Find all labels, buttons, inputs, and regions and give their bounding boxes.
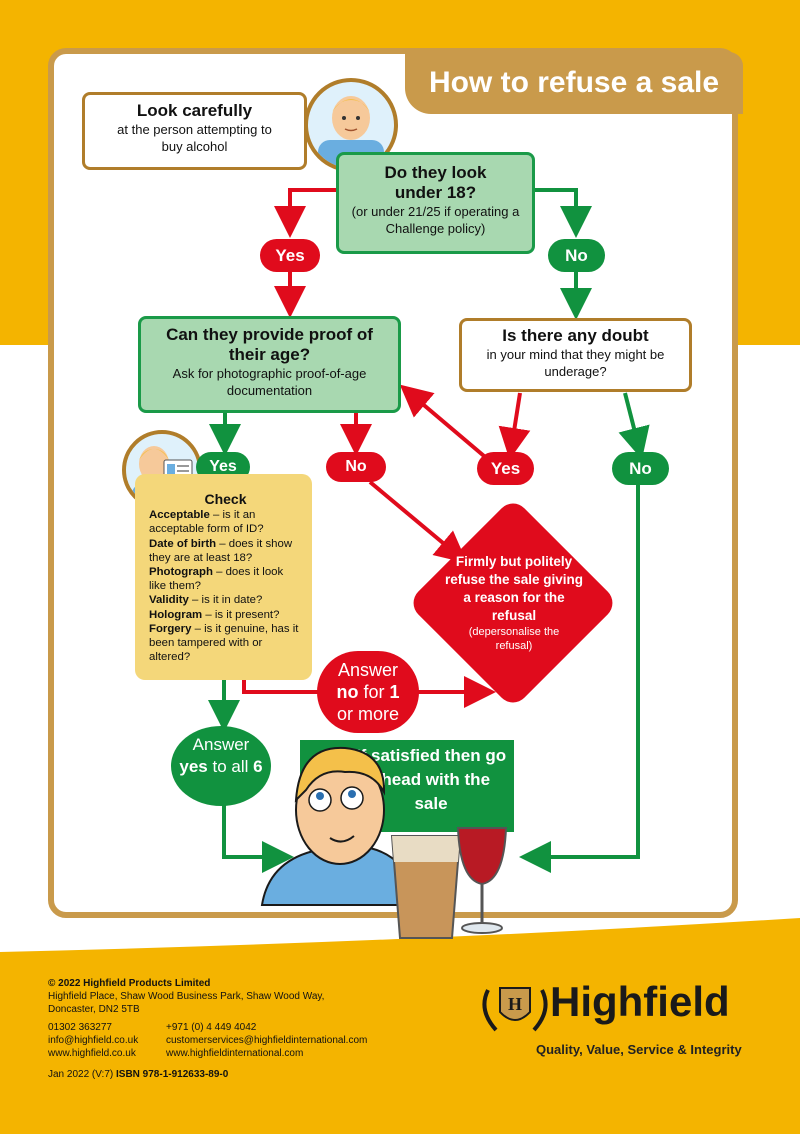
footer-uk-web[interactable]: www.highfield.co.uk (48, 1048, 136, 1059)
answer-yes-bubble: Answer yes to all 6 (171, 726, 271, 806)
refuse-main: Firmly but politely refuse the sale givi… (444, 554, 584, 623)
check-item-forgery: Forgery – is it genuine, has it been tam… (149, 622, 299, 664)
page-title: How to refuse a sale (428, 66, 720, 99)
look-subtext: at the person attempting to buy alcohol (117, 122, 272, 154)
brand-name: Highfield (550, 978, 730, 1025)
check-item-validity: Validity – is it in date? (149, 594, 263, 607)
doubt-box: Is there any doubt in your mind that the… (459, 318, 692, 392)
check-item-date-of-birth: Date of birth – does it show they are at… (149, 537, 293, 564)
check-item-hologram: Hologram – is it present? (149, 608, 280, 621)
footer-uk-email[interactable]: info@highfield.co.uk (48, 1035, 139, 1046)
footer-company: © 2022 Highfield Products Limited (48, 978, 211, 989)
footer-info: © 2022 Highfield Products Limited Highfi… (48, 977, 468, 1081)
doubt-subtext: in your mind that they might be underage… (486, 347, 665, 379)
yes-pill-under-18: Yes (260, 239, 320, 272)
no-pill-proof: No (326, 452, 386, 482)
brand-tagline: Quality, Value, Service & Integrity (536, 1042, 742, 1057)
under-18-heading: Do they look under 18? (384, 163, 487, 202)
footer-intl-email[interactable]: customerservices@highfieldinternational.… (166, 1035, 368, 1046)
check-item-photograph: Photograph – does it look like them? (149, 566, 284, 593)
under-18-subtext: (or under 21/25 if operating a Challenge… (351, 204, 520, 236)
under-18-box: Do they look under 18? (or under 21/25 i… (336, 152, 535, 254)
check-item-acceptable: Acceptable – is it an acceptable form of… (149, 509, 264, 536)
footer-intl-web[interactable]: www.highfieldinternational.com (166, 1048, 304, 1059)
no-pill-doubt: No (612, 452, 669, 485)
title-tab (405, 52, 743, 114)
look-heading: Look carefully (136, 101, 253, 120)
footer-intl-phone: +971 (0) 4 449 4042 (166, 1022, 257, 1033)
footer-isbn: ISBN 978-1-912633-89-0 (116, 1069, 229, 1080)
check-list-box: Check Acceptable – is it an acceptable f… (135, 474, 312, 680)
go-ahead-text: If satisfied then go ahead with the sale (355, 746, 507, 813)
proof-of-age-box: Can they provide proof of their age? Ask… (138, 316, 401, 413)
footer-uk-phone: 01302 363277 (48, 1022, 112, 1033)
yes-pill-doubt: Yes (477, 452, 534, 485)
proof-heading: Can they provide proof of their age? (166, 325, 373, 364)
no-pill-under-18: No (548, 239, 605, 272)
refuse-sub: (depersonalise the refusal) (468, 626, 560, 652)
check-title: Check (204, 491, 247, 507)
refuse-text: Firmly but politely refuse the sale givi… (438, 553, 590, 653)
footer-edition: Jan 2022 (V:7) (48, 1069, 114, 1080)
doubt-heading: Is there any doubt (502, 326, 649, 345)
footer-address: Highfield Place, Shaw Wood Business Park… (48, 991, 325, 1015)
svg-text:H: H (508, 994, 522, 1014)
proof-subtext: Ask for photographic proof-of-age docume… (172, 366, 367, 398)
answer-no-bubble: Answer no for 1 or more (317, 651, 419, 733)
